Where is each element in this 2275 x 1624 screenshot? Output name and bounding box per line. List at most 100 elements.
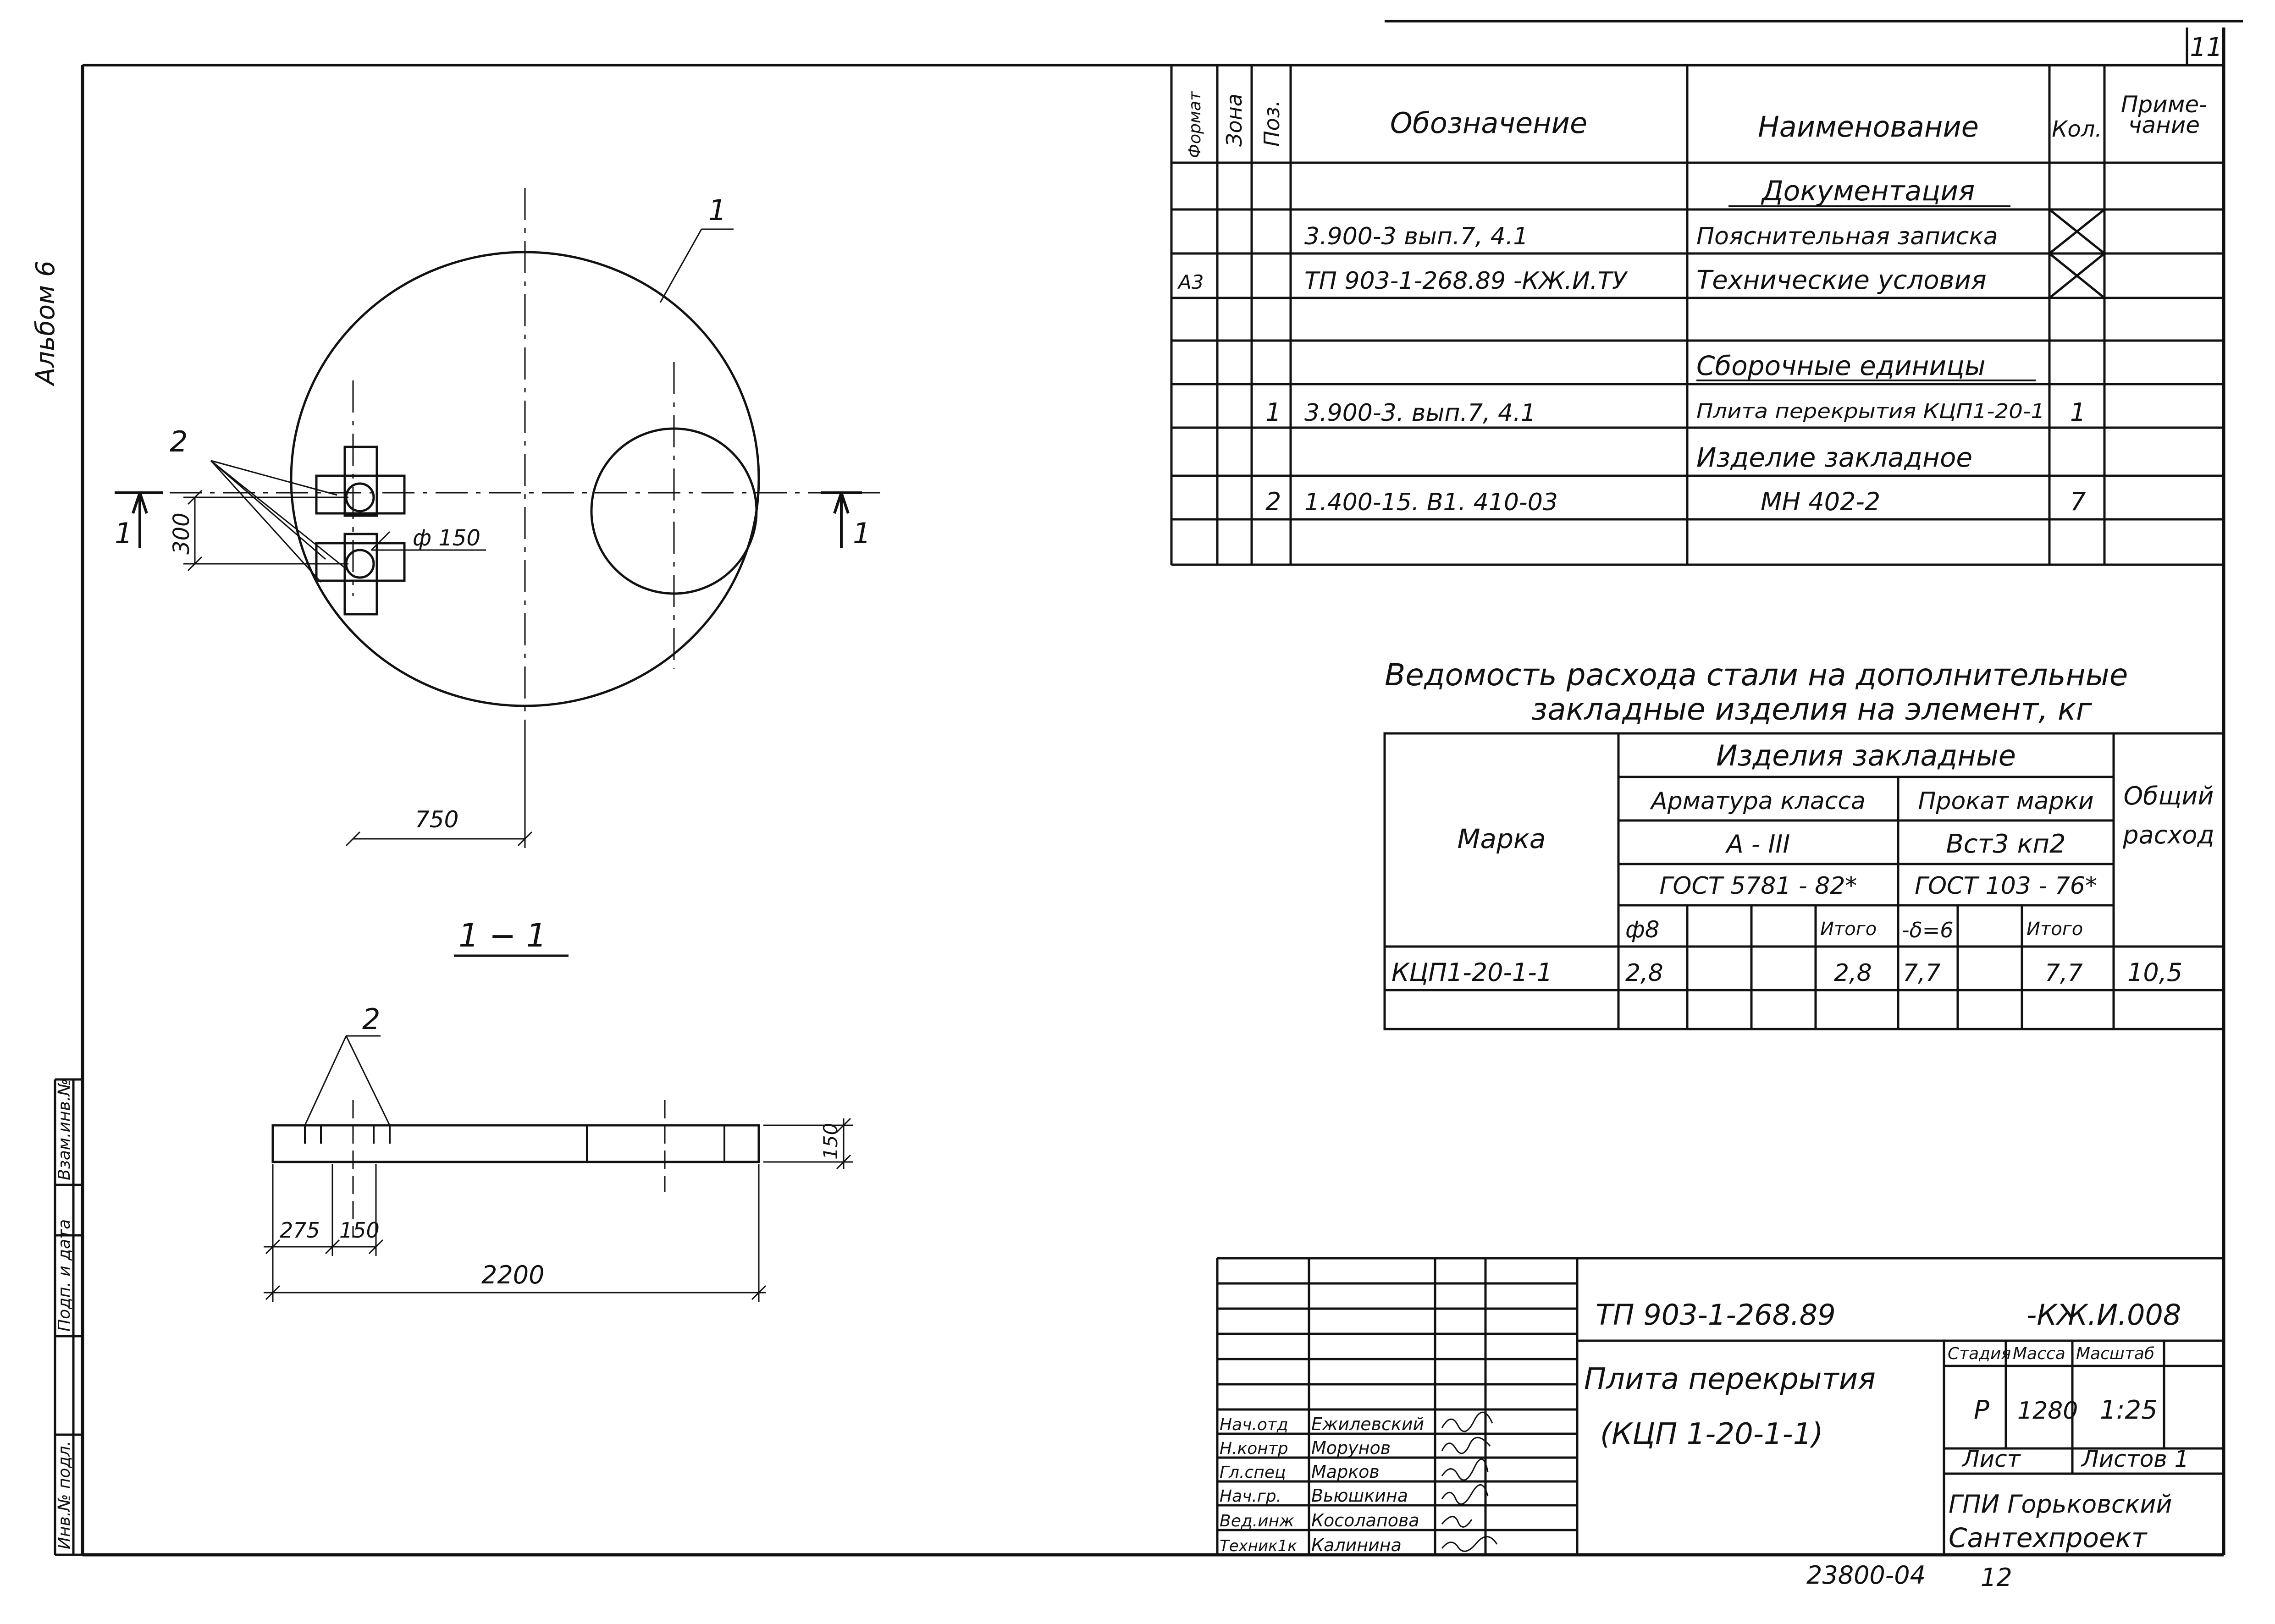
leader-pos-1 [659,228,734,303]
signer-name: Марков [1311,1462,1380,1482]
section-pos-2: 2 [362,1002,380,1036]
signer-role: Гл.спец [1220,1463,1286,1482]
steel-row-itogo-p: 7,7 [2045,959,2083,987]
spec-row-name: Технические условия [1696,265,1987,295]
dim-d150 [370,531,486,551]
signer-role: Нач.отд [1220,1415,1288,1434]
spec-header-pos: Поз. [1259,100,1284,147]
spec-header-qty: Кол. [2052,116,2102,142]
section-title: 1 − 1 [458,917,547,954]
steel-armatura-header: Арматура класса [1650,787,1866,815]
dim-300 [183,490,348,572]
plan-view [115,188,880,848]
tb-name-1: Плита перекрытия [1584,1362,1876,1396]
signatures [1441,1411,1498,1552]
steel-group-header: Изделия закладные [1716,739,2016,772]
signer-name: Калинина [1311,1535,1402,1555]
steel-row-d8: 2,8 [1625,959,1663,987]
steel-title-1: Ведомость расхода стали на дополнительны… [1385,657,2128,693]
album-label: Альбом 6 [31,260,61,386]
tb-sheet-label: Лист [1961,1446,2021,1472]
tb-designation: ТП 903-1-268.89 [1596,1298,1836,1332]
side-stamp [54,1078,83,1556]
steel-row-mark: КЦП1-20-1-1 [1392,958,1552,987]
spec-row-pos: 2 [1265,487,1281,516]
tb-scale-header: Масштаб [2076,1344,2154,1363]
tb-stage-header: Стадия [1948,1344,2011,1363]
steel-sub-d8: ф8 [1625,916,1660,943]
spec-header-zone: Зона [1222,94,1247,147]
spec-section-assemblies: Сборочные единицы [1696,350,1986,381]
steel-prokat-header: Прокат марки [1918,787,2093,815]
spec-header-name: Наименование [1758,110,1979,143]
spec-header-designation: Обозначение [1390,106,1587,140]
signer-name: Вьюшкина [1311,1486,1408,1506]
section-mark-right [821,491,862,548]
steel-sub-itogo-p: Итого [2027,919,2083,940]
spec-row-name: Изделие закладное [1696,442,1972,473]
steel-row-delta: 7,7 [1903,959,1941,987]
side-stamp-sign: Подп. и дата [55,1219,74,1332]
section-label-left: 1 [115,517,133,550]
spec-header-format: Формат [1186,91,1204,158]
steel-armatura-gost: ГОСТ 5781 - 82* [1660,872,1857,900]
embed-upper [315,446,406,517]
tb-org-2: Сантехпроект [1949,1522,2148,1553]
signer-role: Нач.гр. [1220,1487,1281,1506]
spec-row-pos: 1 [1265,398,1281,427]
section-dim-2200: 2200 [481,1261,544,1289]
signer-name: Косолапова [1311,1510,1419,1530]
plan-pos-1: 1 [708,193,726,227]
spec-row-designation: 3.900-3. вып.7, 4.1 [1304,399,1536,427]
archive-code: 23800-04 [1806,1561,1926,1590]
dim-750 [345,733,533,848]
section-dim-150: 150 [339,1218,380,1243]
steel-total-header-2: расход [2122,820,2214,849]
plan-dim-750: 750 [415,806,458,833]
tb-name-2: (КЦП 1-20-1-1) [1600,1417,1823,1451]
plan-pos-2: 2 [170,425,188,458]
side-stamp-replace: Взам.инв.№ [55,1079,74,1180]
tb-mass-header: Масса [2013,1344,2065,1363]
signer-role: Н.контр [1220,1439,1288,1458]
signer-name: Ежилевский [1311,1414,1424,1434]
centerlines [170,188,880,839]
steel-prokat-grade: Вст3 кп2 [1946,829,2065,859]
section-label-right: 1 [853,517,871,550]
section-dim-275: 275 [280,1218,320,1243]
section-mark-left [115,491,163,548]
spec-header-note-1: Приме- [2121,91,2207,118]
page-number: 11 [2190,33,2222,62]
tb-designation-suffix: -КЖ.И.008 [2027,1298,2181,1332]
tb-org-1: ГПИ Горьковский [1949,1490,2172,1519]
spec-header-note-2: чание [2128,112,2200,138]
spec-row-qty: 1 [2070,398,2086,427]
side-stamp-inv: Инв.№ подл. [55,1441,74,1549]
spec-row-name: Плита перекрытия КЦП1-20-1 [1696,400,2045,423]
spec-section-documentation: Документация [1761,175,1975,207]
spec-row-name: Пояснительная записка [1696,223,1998,250]
leader-pos-2 [210,460,349,583]
tb-mass: 1280 [2017,1397,2078,1425]
steel-sub-itogo-a: Итого [1820,919,1877,940]
steel-row-total: 10,5 [2127,958,2182,987]
archive-number: 12 [1981,1563,2012,1592]
title-block-grid [1216,1257,2224,1555]
spec-row-designation: ТП 903-1-268.89 -КЖ.И.ТУ [1304,267,1628,295]
spec-row-designation: 3.900-3 вып.7, 4.1 [1304,223,1528,250]
steel-total-header-1: Общий [2124,782,2214,810]
plan-dim-d150: ф 150 [413,525,480,551]
signer-name: Морунов [1311,1438,1391,1458]
spec-row-qty: 7 [2070,487,2086,516]
steel-armatura-class: А - III [1725,830,1790,859]
steel-row-itogo-a: 2,8 [1834,959,1872,987]
tb-scale: 1:25 [2100,1395,2158,1425]
plan-dim-300: 300 [169,512,194,555]
spec-row-designation: 1.400-15. В1. 410-03 [1304,489,1558,516]
spec-table-grid [1170,65,2224,566]
section-view [264,1035,853,1302]
steel-prokat-gost: ГОСТ 103 - 76* [1915,872,2097,900]
spec-row-name: МН 402-2 [1761,487,1880,516]
steel-sub-delta: -δ=6 [1902,918,1954,942]
